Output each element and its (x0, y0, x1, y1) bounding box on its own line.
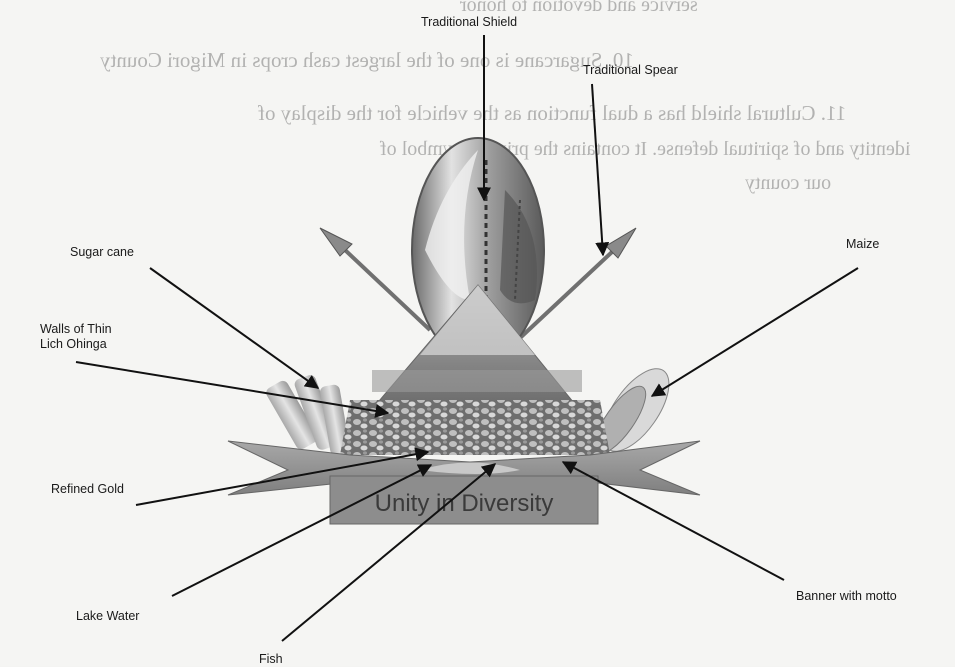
label-walls-line1: Walls of Thin (40, 322, 112, 337)
pyramid-graphic (340, 285, 610, 455)
label-banner-with-motto: Banner with motto (796, 589, 897, 604)
sugar-cane-graphic (264, 373, 351, 456)
label-walls: Walls of Thin Lich Ohinga (40, 322, 112, 352)
label-lake-water: Lake Water (76, 609, 139, 624)
label-refined-gold: Refined Gold (51, 482, 124, 497)
arrow-traditional-spear (592, 84, 603, 255)
motto-text: Unity in Diversity (375, 490, 554, 517)
label-fish: Fish (259, 652, 283, 667)
arrow-walls (76, 362, 388, 413)
label-walls-line2: Lich Ohinga (40, 337, 112, 352)
label-traditional-shield: Traditional Shield (421, 15, 517, 30)
arrow-sugar-cane (150, 268, 318, 388)
arrow-maize (652, 268, 858, 396)
label-sugar-cane: Sugar cane (70, 245, 134, 260)
label-maize: Maize (846, 237, 879, 252)
label-traditional-spear: Traditional Spear (583, 63, 678, 78)
